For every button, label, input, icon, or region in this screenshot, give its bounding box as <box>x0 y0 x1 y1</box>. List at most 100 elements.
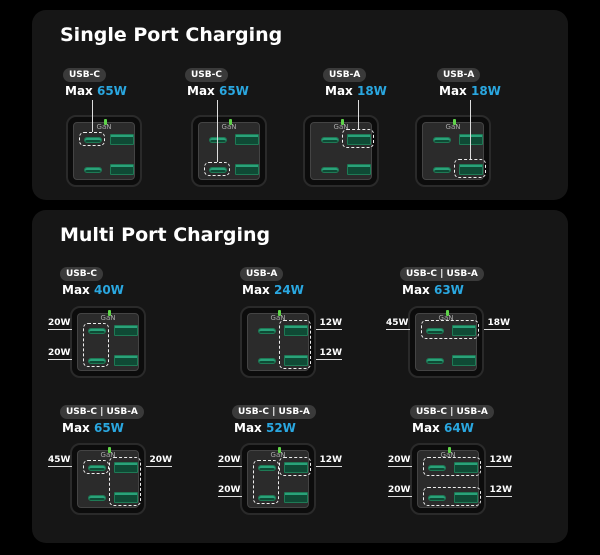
usb-a-port <box>114 355 138 366</box>
max-value: 65W <box>93 421 124 435</box>
usb-c-port <box>426 358 444 364</box>
charger: GaN <box>70 443 146 515</box>
port-type-badge: USB-C | USB-A <box>400 267 484 281</box>
max-power-label: Max 65W <box>62 421 124 435</box>
charger: GaN <box>303 115 379 187</box>
wattage-callout: 18W <box>484 318 510 330</box>
max-value: 18W <box>470 84 501 98</box>
port-type-badge: USB-C <box>63 68 106 82</box>
usb-a-port <box>454 462 478 473</box>
max-value: 63W <box>433 283 464 297</box>
max-text: Max <box>62 283 90 297</box>
max-text: Max <box>234 421 262 435</box>
gan-label: GaN <box>438 314 454 322</box>
usb-a-port <box>347 134 371 145</box>
usb-c-port <box>428 495 446 501</box>
port-highlight <box>454 159 486 178</box>
max-value: 40W <box>93 283 124 297</box>
port-highlight <box>204 162 230 176</box>
usb-c-port <box>88 495 106 501</box>
usb-a-port <box>114 462 138 473</box>
led-indicator <box>108 447 111 453</box>
port-type-badge: USB-C <box>60 267 103 281</box>
charger: GaN <box>410 443 486 515</box>
usb-c-port <box>258 358 276 364</box>
gan-label: GaN <box>440 451 456 459</box>
usb-c-port <box>428 465 446 471</box>
max-power-label: Max 64W <box>412 421 474 435</box>
usb-c-port <box>88 358 106 364</box>
led-indicator <box>448 447 451 453</box>
gan-label: GaN <box>96 123 112 131</box>
max-power-label: Max 40W <box>62 283 124 297</box>
charger: GaN <box>240 306 316 378</box>
pointer-line <box>470 100 471 159</box>
max-value: 65W <box>96 84 127 98</box>
port-highlight <box>423 457 481 476</box>
usb-a-port <box>452 355 476 366</box>
max-power-label: Max 65W <box>65 84 127 98</box>
gan-label: GaN <box>100 314 116 322</box>
port-highlight <box>342 129 374 148</box>
pointer-line <box>92 100 93 132</box>
usb-c-port <box>433 137 451 143</box>
max-text: Max <box>62 421 90 435</box>
max-text: Max <box>187 84 215 98</box>
max-power-label: Max 63W <box>402 283 464 297</box>
usb-c-port <box>321 137 339 143</box>
led-indicator <box>104 119 107 125</box>
gan-label: GaN <box>221 123 237 131</box>
charger-face: GaN <box>247 310 309 371</box>
port-highlight <box>421 320 479 339</box>
gan-label: GaN <box>270 314 286 322</box>
led-indicator <box>229 119 232 125</box>
charger-face: GaN <box>422 119 484 180</box>
max-value: 18W <box>356 84 387 98</box>
wattage-callout: 20W <box>388 485 412 497</box>
gan-label: GaN <box>333 123 349 131</box>
usb-a-port <box>110 164 134 175</box>
charger-face: GaN <box>417 447 479 508</box>
wattage-callout: 12W <box>486 485 512 497</box>
led-indicator <box>278 310 281 316</box>
charger: GaN <box>408 306 484 378</box>
led-indicator <box>341 119 344 125</box>
max-power-label: Max 24W <box>242 283 304 297</box>
usb-c-port <box>88 465 106 471</box>
max-text: Max <box>242 283 270 297</box>
charger-face: GaN <box>77 447 139 508</box>
usb-a-port <box>452 325 476 336</box>
wattage-callout: 12W <box>316 318 342 330</box>
usb-c-port <box>84 167 102 173</box>
max-value: 64W <box>443 421 474 435</box>
wattage-callout: 20W <box>218 455 242 467</box>
usb-a-port <box>235 164 259 175</box>
usb-a-port <box>284 355 308 366</box>
port-highlight <box>109 457 141 506</box>
charger: GaN <box>66 115 142 187</box>
gan-label: GaN <box>100 451 116 459</box>
port-highlight <box>83 323 109 367</box>
usb-a-port <box>284 325 308 336</box>
usb-c-port <box>88 328 106 334</box>
max-value: 65W <box>218 84 249 98</box>
port-highlight <box>279 320 311 369</box>
usb-c-port <box>433 167 451 173</box>
wattage-callout: 12W <box>316 455 342 467</box>
max-text: Max <box>412 421 440 435</box>
pointer-line <box>217 100 218 162</box>
usb-c-port <box>426 328 444 334</box>
wattage-callout: 45W <box>386 318 410 330</box>
port-type-badge: USB-A <box>240 267 284 281</box>
usb-a-port <box>459 164 483 175</box>
usb-c-port <box>321 167 339 173</box>
pointer-line <box>358 100 359 129</box>
max-value: 52W <box>265 421 296 435</box>
port-highlight <box>79 132 105 146</box>
wattage-callout: 12W <box>316 348 342 360</box>
usb-a-port <box>235 134 259 145</box>
led-indicator <box>278 447 281 453</box>
charger-face: GaN <box>73 119 135 180</box>
usb-c-port <box>84 137 102 143</box>
